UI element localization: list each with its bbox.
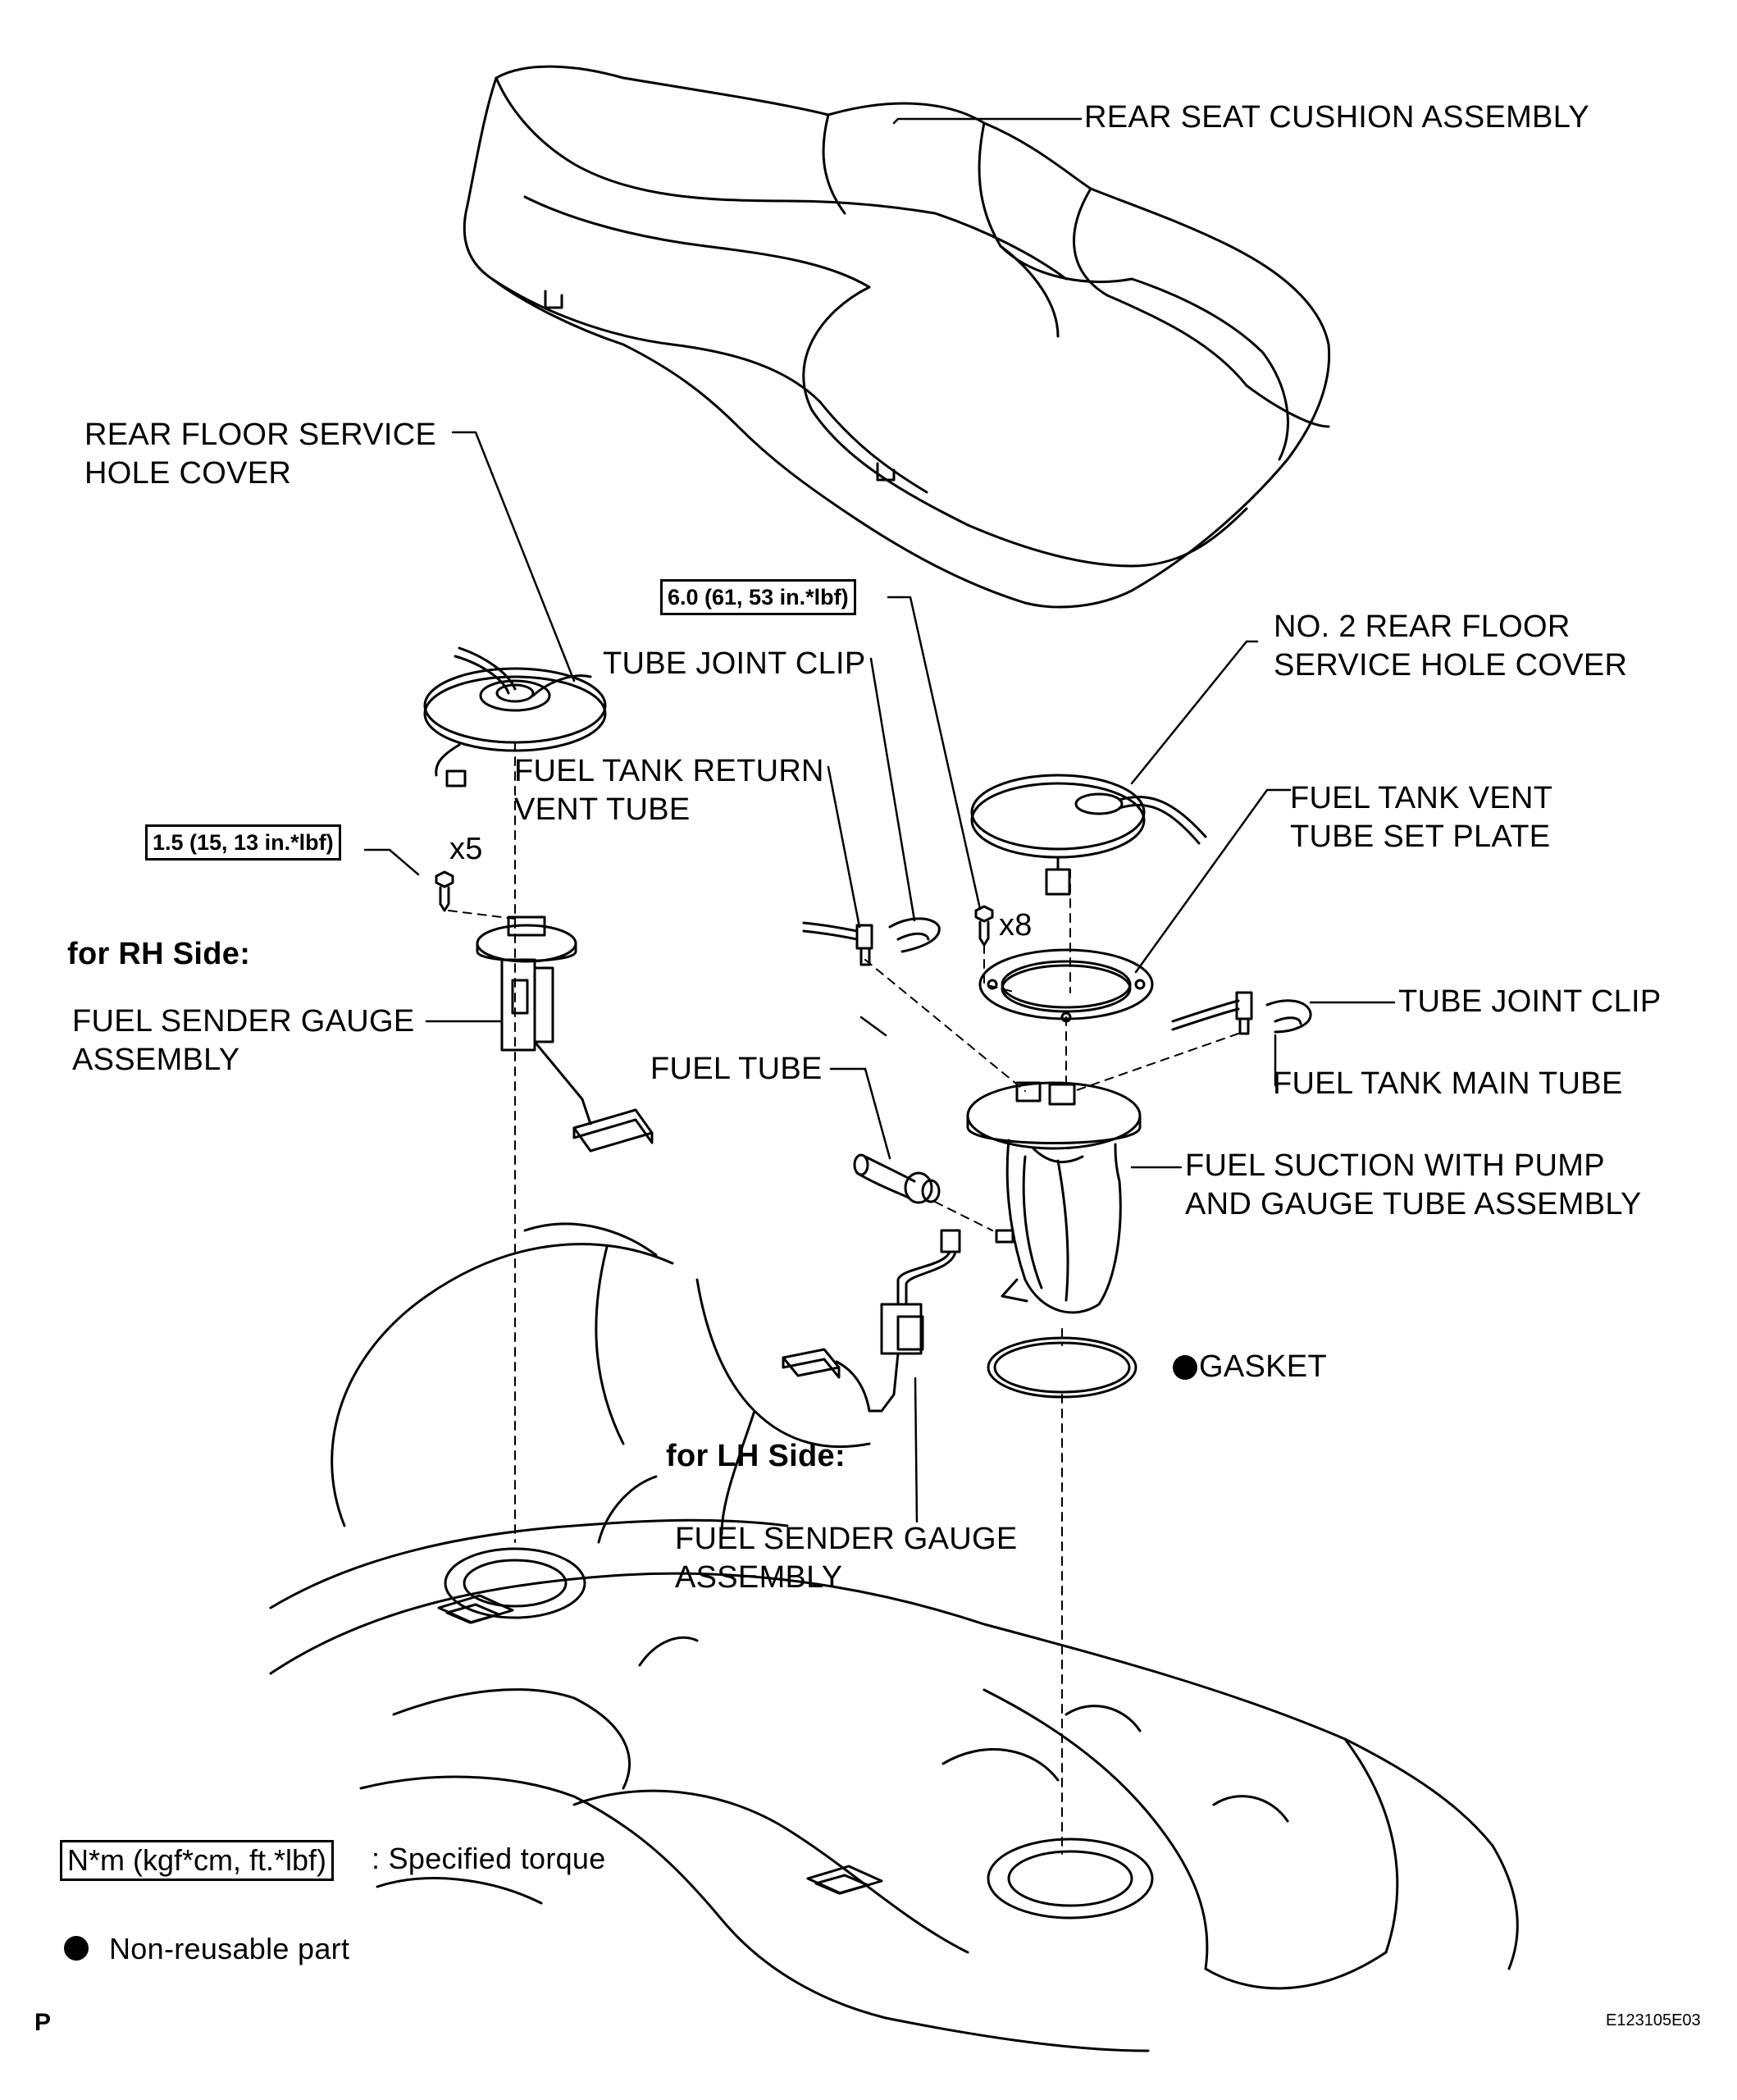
label-no2-rear-floor-service-hole-cover-line2: SERVICE HOLE COVER (1274, 648, 1628, 682)
floor-service-holes-drawing (444, 1547, 1154, 1920)
label-fuel-tank-return-vent-tube-line1: FUEL TANK RETURN (514, 754, 824, 788)
set-plate-screw-drawing (974, 905, 994, 947)
label-fuel-tank-main-tube: FUEL TANK MAIN TUBE (1273, 1066, 1623, 1101)
no2-rear-floor-service-hole-cover-drawing (970, 774, 1207, 896)
rh-screw-drawing (435, 870, 454, 912)
label-fuel-sender-gauge-lh-line2: ASSEMBLY (675, 1560, 843, 1595)
label-tube-joint-clip-right: TUBE JOINT CLIP (1398, 984, 1662, 1019)
label-fuel-sender-gauge-lh-line1: FUEL SENDER GAUGE (675, 1522, 1018, 1556)
fuel-tank-return-vent-tube-drawing (802, 917, 941, 966)
assembly-dashed-lines (448, 742, 1239, 1855)
label-fuel-tube: FUEL TUBE (650, 1052, 823, 1086)
label-tube-joint-clip-top: TUBE JOINT CLIP (603, 646, 866, 681)
page-marker: P (34, 2009, 52, 2036)
legend-torque-unit: N*m (kgf*cm, ft.*lbf) (60, 1840, 335, 1881)
label-for-rh-side: for RH Side: (67, 937, 251, 971)
torque-spec-set-plate-screws: 6.0 (61, 53 in.*lbf) (660, 579, 856, 615)
label-rear-floor-service-hole-cover-line2: HOLE COVER (84, 456, 292, 491)
label-fuel-suction-line1: FUEL SUCTION WITH PUMP (1185, 1148, 1605, 1183)
figure-id: E123105E03 (1606, 2011, 1701, 2029)
label-rear-seat-cushion-assembly: REAR SEAT CUSHION ASSEMBLY (1084, 100, 1589, 135)
fuel-sender-gauge-rh-drawing (476, 915, 654, 1153)
label-fuel-sender-gauge-rh-line1: FUEL SENDER GAUGE (72, 1004, 415, 1039)
leader-lines (363, 117, 1396, 1523)
label-rear-floor-service-hole-cover-line1: REAR FLOOR SERVICE (84, 418, 437, 452)
rear-floor-body-drawing (269, 1222, 1519, 2052)
label-fuel-tank-vent-tube-set-plate-line1: FUEL TANK VENT (1290, 781, 1553, 815)
label-for-lh-side: for LH Side: (666, 1439, 846, 1473)
label-no2-rear-floor-service-hole-cover-line1: NO. 2 REAR FLOOR (1274, 609, 1571, 644)
label-quantity-x8: x8 (999, 908, 1033, 943)
rear-seat-cushion-drawing (463, 65, 1331, 609)
gasket-drawing (987, 1336, 1137, 1399)
label-fuel-tank-vent-tube-set-plate-line2: TUBE SET PLATE (1290, 819, 1551, 854)
fuel-sender-gauge-lh-drawing (782, 1229, 961, 1413)
fuel-tank-main-tube-drawing (1171, 991, 1312, 1035)
fuel-tube-drawing (853, 1153, 941, 1204)
label-fuel-suction-line2: AND GAUGE TUBE ASSEMBLY (1185, 1187, 1642, 1221)
label-fuel-tank-return-vent-tube-line2: VENT TUBE (514, 792, 691, 827)
label-fuel-sender-gauge-rh-line2: ASSEMBLY (72, 1043, 240, 1077)
torque-spec-rh-screws: 1.5 (15, 13 in.*lbf) (145, 824, 341, 861)
label-quantity-x5: x5 (449, 832, 483, 866)
fuel-suction-pump-assembly-drawing (966, 1081, 1142, 1314)
non-reusable-marker-icon (1173, 1355, 1197, 1380)
legend-non-reusable-icon (64, 1936, 89, 1961)
legend-torque-text: : Specified torque (372, 1842, 606, 1875)
label-gasket: GASKET (1199, 1349, 1327, 1384)
fuel-tank-vent-tube-set-plate-drawing (978, 948, 1154, 1023)
legend-non-reusable-text: Non-reusable part (109, 1932, 350, 1965)
